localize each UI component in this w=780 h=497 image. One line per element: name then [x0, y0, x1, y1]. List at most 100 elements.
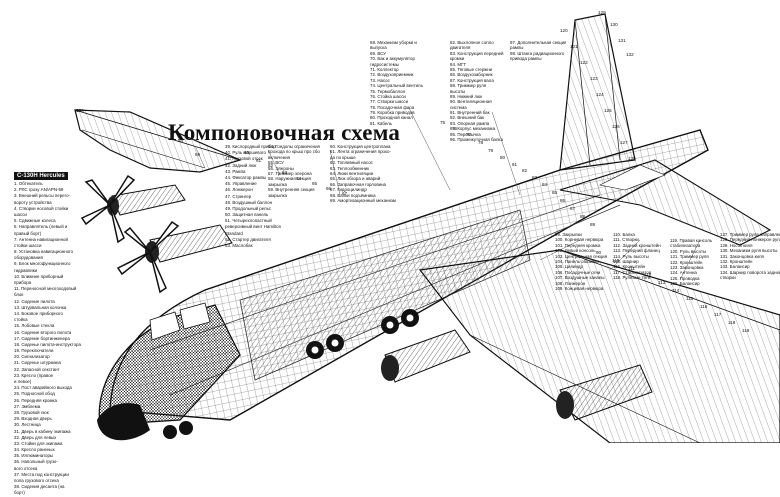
callout-line: 131. Законцовка киля — [720, 253, 764, 259]
callout-line: прибора — [14, 280, 32, 285]
callout-line: 13. Штурвальная колонка — [14, 304, 67, 310]
callout-line: 123. Законцовка — [670, 264, 704, 270]
part-number: 131 — [618, 38, 626, 43]
callout-line: 78. Посадочная фара — [370, 104, 415, 110]
callout-line: 1. Обтекатель — [14, 181, 43, 186]
callout-line: 5. Сдвижные колеса — [14, 218, 56, 224]
callout-line: 69. ВСУ — [370, 50, 386, 56]
part-number: 67 — [342, 191, 348, 196]
part-number: 61 — [256, 158, 262, 163]
callout-line: 70. Бак и аккумулятор — [370, 56, 415, 62]
callout-line: шасси — [14, 211, 27, 217]
callout-line: 76. Стойка шасси — [370, 93, 406, 99]
callout-line: выпуска — [370, 45, 387, 51]
part-number: 123 — [590, 76, 598, 81]
callout-line: 7. Антенна навигационной — [14, 236, 68, 242]
left-outer-propeller — [80, 174, 136, 244]
callout-line: кромки — [450, 56, 465, 62]
callout-line: 42. Задний люк — [225, 162, 257, 168]
callout-line: 21. Сиденье штурмана — [14, 360, 61, 366]
part-number: 80 — [500, 155, 506, 160]
callout-line: 121. Триммер руля — [670, 254, 709, 260]
callout-line: 69. Амортизационный механизм — [330, 197, 396, 203]
callout-line: 25. Подносной обод — [14, 391, 55, 397]
callout-line: 86. Воздухозаборник — [450, 72, 493, 78]
callout-line: 99. Закрылки — [555, 232, 582, 237]
nose-landing-gear — [163, 421, 193, 439]
callout-line: 18. Сиденье пилота-инструктора — [14, 341, 81, 347]
callout-line: 115. Шарнир — [613, 258, 639, 264]
callout-line: 30. Лестница — [14, 422, 41, 428]
diagram-title: Компоновочная схема — [168, 120, 401, 145]
callout-line: 16. Сидение второго пилота — [14, 329, 72, 335]
callout-line: 40. Руль маршевого — [225, 150, 266, 156]
callout-line: 23. Кресло (правое — [14, 372, 54, 378]
callout-line: 75. Термобаллон — [370, 88, 405, 94]
callout-line: 6. Направлятель (левый и — [14, 224, 68, 230]
callout-line: и левое) — [14, 379, 32, 384]
callout-line: 113. Передний фланец — [613, 248, 660, 254]
part-number: 126 — [612, 124, 620, 129]
callout-line: 58. Наружная секция — [268, 176, 311, 182]
right-outer-engine — [556, 364, 653, 421]
callout-line: 105. Цилиндр — [555, 264, 583, 270]
callout-line: 22. Запасной секстант — [14, 366, 60, 372]
part-number: 120 — [560, 28, 568, 33]
callout-line: реверсивный винт Hamilton — [225, 224, 282, 230]
callout-line: 9. Блок многофункционного — [14, 261, 71, 267]
callout-line: прохода по крыш про сбо — [268, 149, 320, 155]
callout-line: 11. Переносной многоходовый — [14, 286, 77, 292]
callout-line: 65. Люк обзора и аварий — [330, 176, 381, 182]
part-number: 76 — [452, 126, 458, 131]
left-inner-engine — [145, 224, 233, 263]
callout-line: 127. Триммер руля направления — [720, 232, 780, 237]
callout-line: 98. Штанга радиационного — [510, 50, 565, 56]
part-number: 88 — [580, 214, 586, 219]
callout-line: 53. Маслобак — [225, 243, 253, 248]
callout-line: борт) — [14, 490, 25, 496]
callout-line: 62. Топливный насос — [330, 160, 373, 166]
callout-line: 83. Конструкция передней — [450, 50, 504, 56]
callout-line: 102. Левый консоль — [555, 248, 596, 254]
part-number: 54 — [178, 138, 184, 143]
callout-line: Standard — [225, 230, 243, 236]
part-number: 75 — [440, 120, 446, 125]
callout-line: 125. Проводка — [670, 275, 700, 281]
part-number: 118 — [728, 320, 736, 325]
callout-line: 82. Выхлопное сопло — [450, 40, 494, 45]
callout-line: стойка — [14, 317, 28, 323]
cockpit-nose — [97, 302, 241, 441]
callout-line: 50. Защитная панель — [225, 212, 269, 218]
right-inner-engine — [381, 329, 471, 383]
callout-line: 72. Воздухоприемник — [370, 72, 414, 78]
callout-line: 90. Вентиляционная — [450, 99, 492, 105]
part-number: 132 — [626, 52, 634, 57]
callout-line: система — [450, 104, 467, 110]
callout-line: 130. Механизм руля высоты — [720, 248, 778, 254]
callout-line: 15. Лобовые стекла — [14, 323, 55, 329]
part-number: 119 — [742, 328, 750, 333]
part-number: 63 — [282, 170, 288, 175]
callout-line: 66. Заправочная горловина — [330, 181, 387, 187]
callout-line: 97. Дополнительная секция — [510, 40, 567, 45]
callout-line: 95. Перемычка — [450, 131, 481, 137]
callout-line: 117. Стабилизатор — [613, 269, 652, 275]
callout-line: 27. Эмблема — [14, 403, 41, 409]
part-number: 82 — [522, 168, 528, 173]
callout-line: 96. Промежуточная балка — [450, 137, 503, 143]
horizontal-stabilizer — [559, 159, 772, 246]
part-number: 65 — [312, 181, 318, 186]
part-number: 121 — [570, 44, 578, 49]
callout-line: 129. Носок киля — [720, 242, 753, 248]
callout-line: 31. Дверь в кабину экипажа — [14, 428, 71, 434]
callout-line: 71. Коллектор — [370, 66, 399, 72]
callout-line: 14. Боковое приборного — [14, 310, 63, 316]
callout-line: 48. Воздушный баллон — [225, 199, 272, 205]
callout-line: закрылка — [268, 181, 287, 187]
part-number: 87 — [570, 206, 576, 211]
